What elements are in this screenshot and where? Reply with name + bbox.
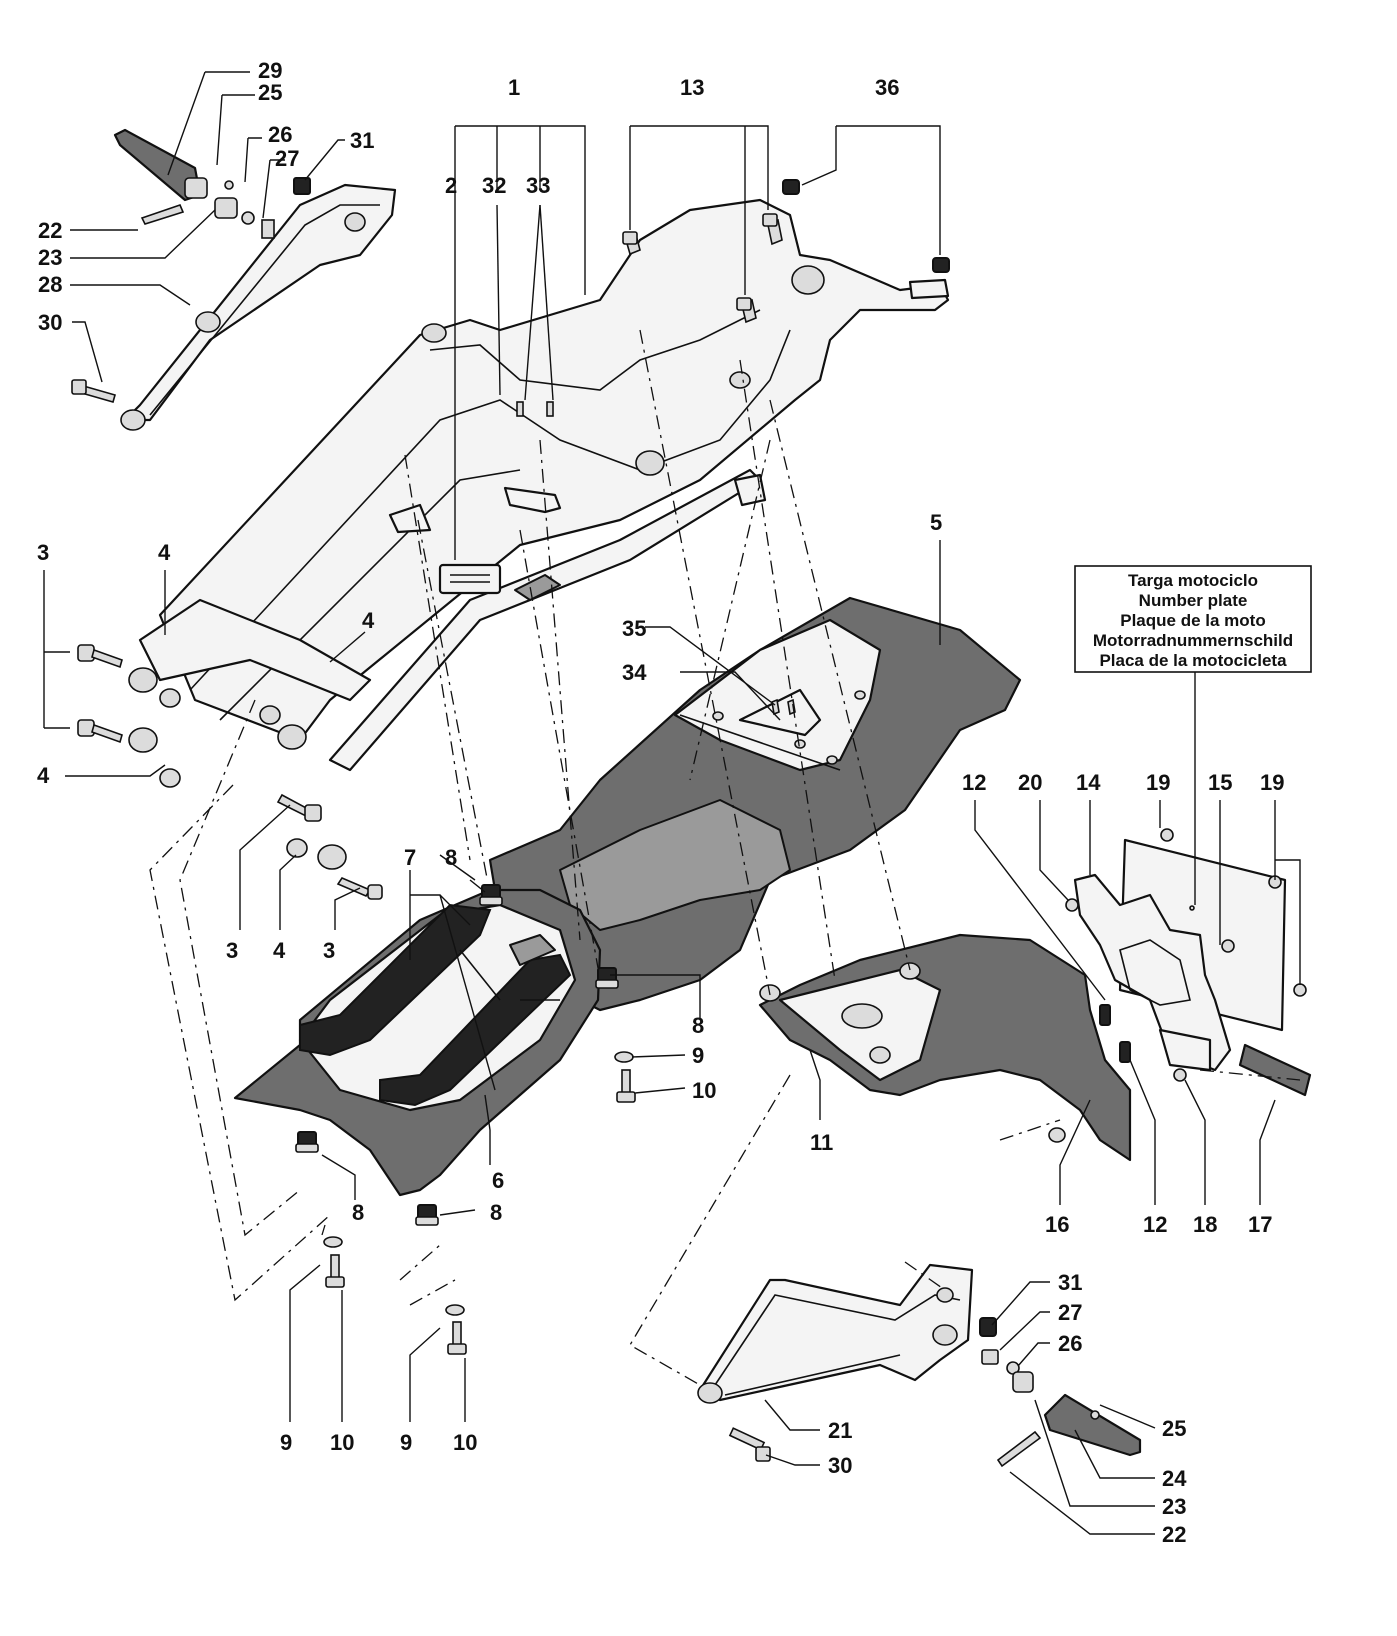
callout-5: 5 (930, 510, 942, 535)
callout-7: 7 (404, 845, 416, 870)
callout-9-b: 9 (400, 1430, 412, 1455)
callout-8-upper: 8 (445, 845, 457, 870)
callout-32: 32 (482, 173, 506, 198)
callout-23: 23 (38, 245, 62, 270)
callout-4-mid: 4 (362, 608, 375, 633)
callout-8-right: 8 (692, 1013, 704, 1038)
plate-holder-bracket (1073, 873, 1232, 1072)
callout-15: 15 (1208, 770, 1232, 795)
callout-16: 16 (1045, 1212, 1069, 1237)
callout-29: 29 (258, 58, 282, 83)
callout-9-a: 9 (280, 1430, 292, 1455)
callout-26-right: 26 (1058, 1331, 1082, 1356)
callout-14: 14 (1076, 770, 1101, 795)
battery-strap-left (299, 903, 492, 1057)
callout-18: 18 (1193, 1212, 1217, 1237)
callout-27: 27 (275, 146, 299, 171)
tray-hardware (295, 884, 636, 1355)
callout-3-low-right: 3 (323, 938, 335, 963)
callout-2: 2 (445, 173, 457, 198)
callout-27-right: 27 (1058, 1300, 1082, 1325)
callout-22-right: 22 (1162, 1522, 1186, 1547)
legend-line-4: Motorradnummernschild (1093, 631, 1293, 650)
frame-hardware (77, 179, 950, 900)
callout-30-right: 30 (828, 1453, 852, 1478)
callout-24: 24 (1162, 1466, 1187, 1491)
left-footpeg-assembly (71, 128, 397, 431)
callout-33: 33 (526, 173, 550, 198)
callout-12-upper: 12 (962, 770, 986, 795)
callout-3-upper: 3 (37, 540, 49, 565)
rear-mudguard (758, 933, 1132, 1162)
callout-6: 6 (492, 1168, 504, 1193)
callout-19-right: 19 (1260, 770, 1284, 795)
callout-25: 25 (258, 80, 282, 105)
reflector (1238, 1043, 1312, 1097)
legend-line-1: Targa motociclo (1128, 571, 1258, 590)
callout-17: 17 (1248, 1212, 1272, 1237)
callout-20: 20 (1018, 770, 1042, 795)
battery-tray (233, 888, 602, 1197)
legend-line-3: Plaque de la moto (1120, 611, 1265, 630)
callout-28: 28 (38, 272, 62, 297)
frame-label-plate (438, 563, 502, 595)
callout-8-low: 8 (490, 1200, 502, 1225)
leader-lines (43, 71, 1301, 1535)
callout-4-left: 4 (37, 763, 50, 788)
callout-30: 30 (38, 310, 62, 335)
callout-4-upper: 4 (158, 540, 171, 565)
callout-11: 11 (810, 1130, 833, 1155)
callout-12-lower: 12 (1143, 1212, 1167, 1237)
right-footpeg (1043, 1393, 1142, 1457)
callout-10-b: 10 (453, 1430, 477, 1455)
callout-25-right: 25 (1162, 1416, 1186, 1441)
rear-subframe (128, 198, 950, 870)
right-footpeg-bracket (698, 1263, 974, 1402)
undertray (488, 596, 1022, 1012)
legend-line-2: Number plate (1139, 591, 1248, 610)
callout-21: 21 (828, 1418, 852, 1443)
callout-labels: 29 25 26 27 31 22 23 28 30 1 2 32 33 13 … (37, 58, 1284, 1547)
right-footpeg-assembly (697, 1263, 1142, 1468)
callout-1: 1 (508, 75, 520, 100)
battery-strap-right (379, 953, 572, 1107)
callout-31: 31 (350, 128, 374, 153)
callout-10-a: 10 (330, 1430, 354, 1455)
callout-31-right: 31 (1058, 1270, 1082, 1295)
bracket-33 (503, 486, 562, 514)
callout-22: 22 (38, 218, 62, 243)
callout-3-low-left: 3 (226, 938, 238, 963)
legend-line-5: Placa de la motocicleta (1099, 651, 1287, 670)
callout-19-left: 19 (1146, 770, 1170, 795)
callout-34: 34 (622, 660, 647, 685)
bracket-34 (738, 688, 822, 737)
number-plate-legend: Targa motociclo Number plate Plaque de l… (1074, 565, 1312, 673)
callout-9-right: 9 (692, 1043, 704, 1068)
callout-8-left: 8 (352, 1200, 364, 1225)
callout-10-right: 10 (692, 1078, 716, 1103)
callout-4-low: 4 (273, 938, 286, 963)
callout-13: 13 (680, 75, 704, 100)
callout-26: 26 (268, 122, 292, 147)
callout-36: 36 (875, 75, 899, 100)
callout-35: 35 (622, 616, 646, 641)
callout-23-right: 23 (1162, 1494, 1186, 1519)
plate-holder-assembly (1065, 828, 1312, 1097)
